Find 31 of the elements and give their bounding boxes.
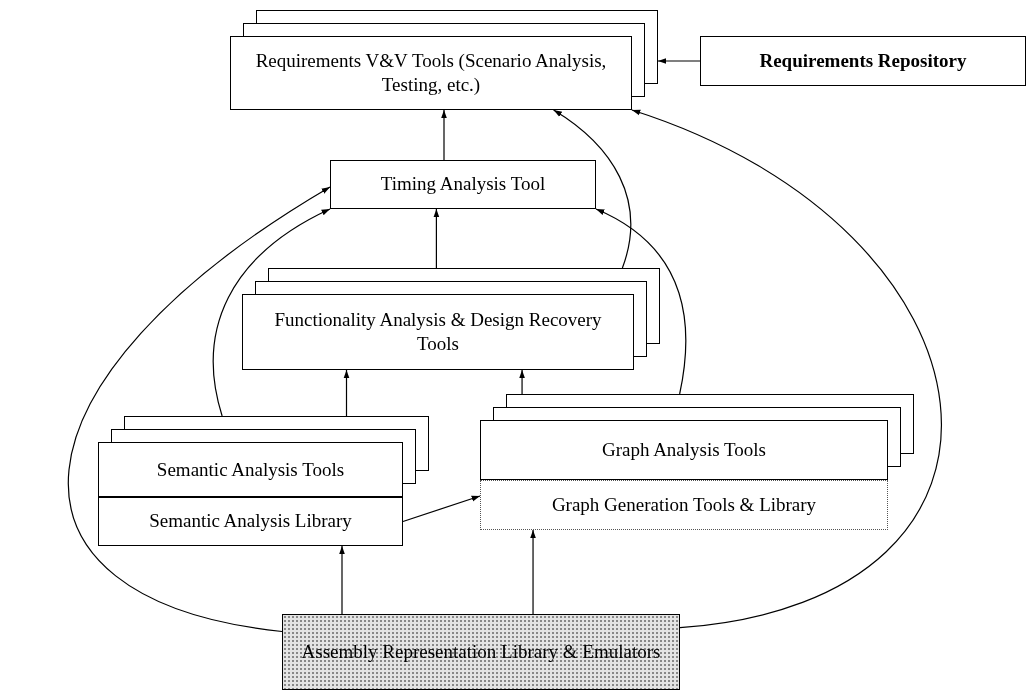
stacked-box [242,268,660,370]
node-label: Requirements V&V Tools (Scenario Analysis, Testing, etc.) [254,49,608,97]
dotted-box [480,480,888,530]
stacked-box [230,10,658,110]
node-label: Timing Analysis Tool [380,172,546,197]
arrow [441,109,447,161]
arrow [530,529,536,615]
process-box [98,497,403,546]
shaded-box [282,614,680,690]
stacked-box [98,416,429,497]
process-box [700,36,1026,86]
arrow [212,208,331,417]
process-box [330,160,596,209]
arrow [519,369,525,395]
node-label: Graph Generation Tools & Library [551,492,817,517]
arrow [552,109,632,269]
node-label: Graph Analysis Tools [601,438,766,462]
arrow [595,208,687,395]
arrow [631,109,941,629]
arrow [433,208,440,269]
node-label: Semantic Analysis Library [149,509,352,534]
arrow [343,369,350,417]
node-label: Assembly Representation Library & Emulators [301,640,661,664]
arrow [657,58,701,64]
node-label: Requirements Repository [759,48,967,73]
arrow [402,495,481,523]
arrow [68,186,331,633]
stacked-box [480,394,914,480]
node-label: Semantic Analysis Tools [156,457,345,482]
node-label: Functionality Analysis & Design Recovery Tools [273,308,603,356]
arrow [339,545,345,615]
